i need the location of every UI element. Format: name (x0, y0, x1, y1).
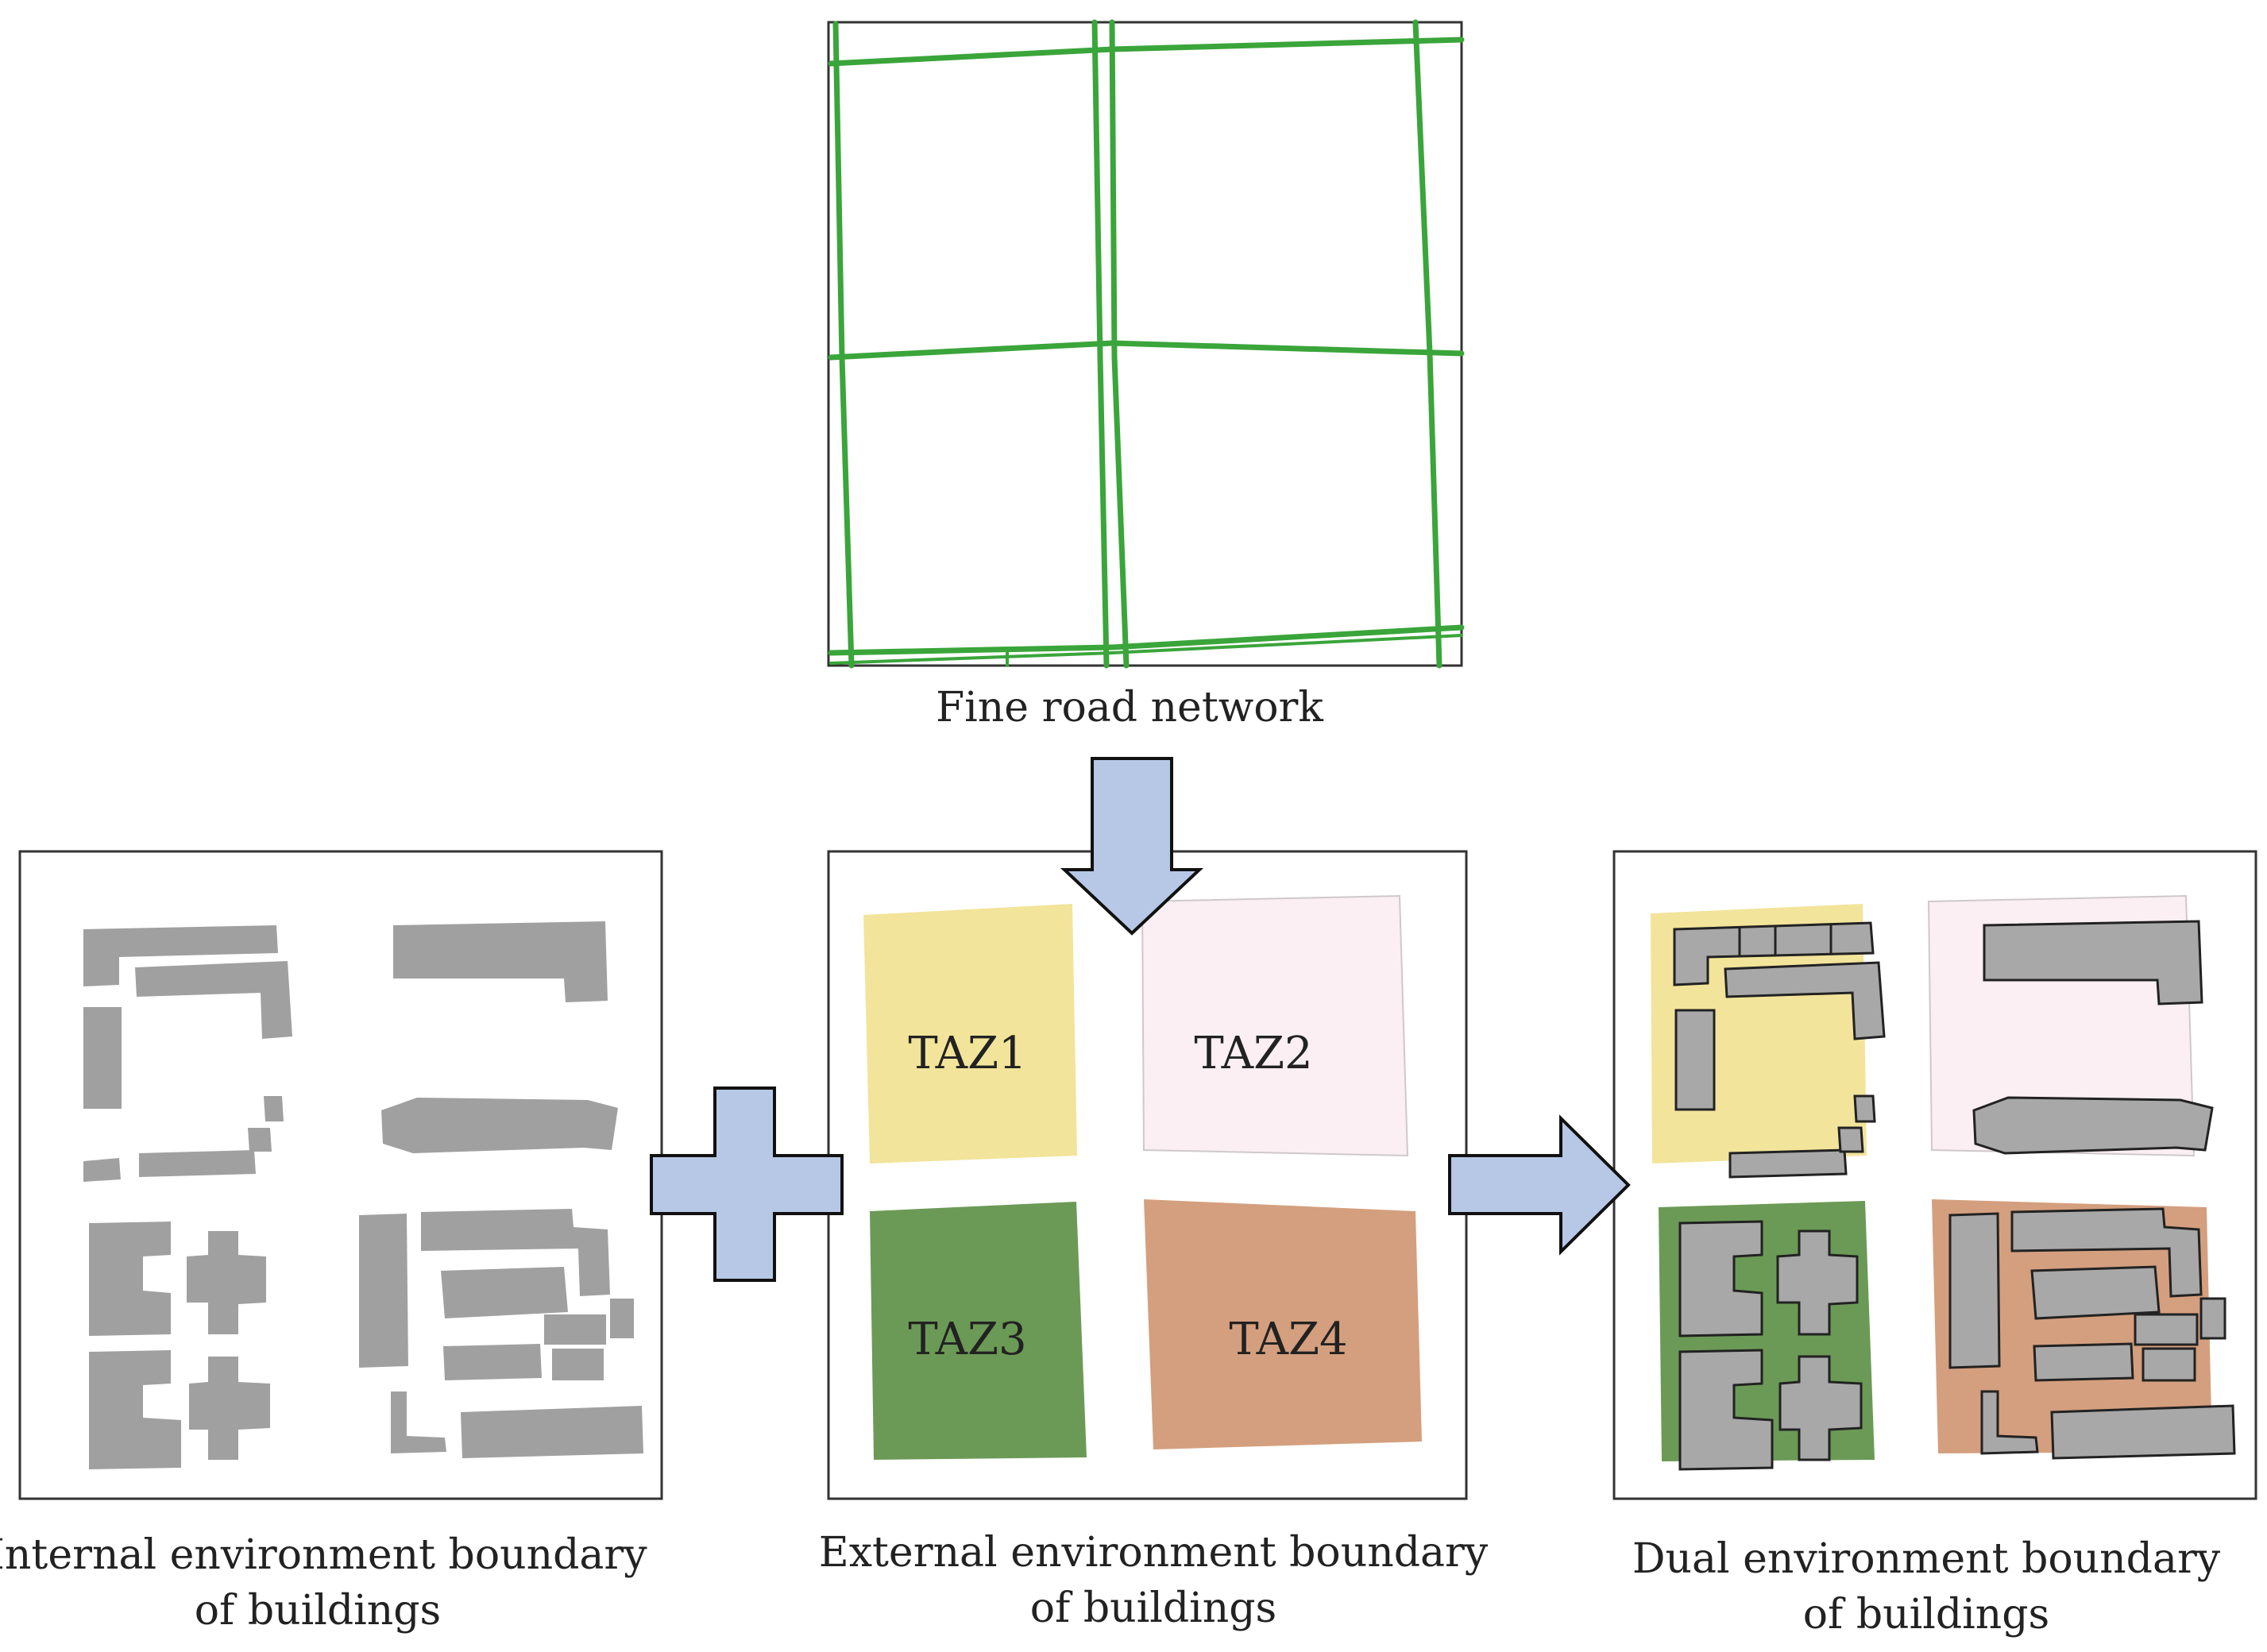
dual-panel: Dual environment boundary of buildings (1612, 850, 2257, 1638)
building (610, 1299, 634, 1338)
internal-caption-line1: Internal environment boundary (0, 1531, 647, 1579)
building (1778, 1355, 1863, 1461)
building (2141, 1347, 2196, 1382)
building (83, 1007, 122, 1109)
building (264, 1096, 284, 1121)
building (2010, 1207, 2203, 1298)
road-v2b (1109, 19, 1130, 669)
building (1980, 1390, 2039, 1455)
external-caption-line2: of buildings (1030, 1584, 1277, 1632)
dual-taz4-zone (1932, 1199, 2212, 1453)
dual-caption-line1: Dual environment boundary (1632, 1535, 2221, 1583)
building (1948, 1212, 2001, 1369)
taz2-label: TAZ2 (1194, 1028, 1312, 1079)
road-h3b (829, 634, 1463, 665)
building (552, 1349, 604, 1380)
building (1837, 1126, 1864, 1153)
building (359, 1214, 408, 1368)
down-arrow-shape (1060, 757, 1204, 936)
building (1983, 920, 2203, 1005)
building (1678, 1220, 1763, 1337)
building (2134, 1313, 2199, 1346)
internal-buildings (83, 921, 643, 1469)
building (187, 1231, 266, 1334)
road-network-panel: Fine road network (827, 19, 1465, 731)
taz2-zone (1141, 894, 1409, 1157)
building (1674, 1009, 1716, 1111)
taz3-label: TAZ3 (908, 1314, 1026, 1365)
external-panel: TAZ1 TAZ2 TAZ3 TAZ4 External environment… (819, 850, 1489, 1632)
taz3-zone (870, 1202, 1087, 1460)
road-v3 (1412, 19, 1442, 669)
internal-panel: Internal environment boundary of buildin… (0, 850, 663, 1635)
building (441, 1267, 568, 1318)
building (421, 1209, 610, 1296)
building (381, 1098, 618, 1153)
building (461, 1406, 643, 1458)
building (1728, 1148, 1848, 1179)
building (2050, 1404, 2236, 1460)
building (1673, 921, 1875, 986)
building (1972, 1096, 2214, 1155)
right-arrow (1448, 1114, 1631, 1256)
taz4-zone (1144, 1199, 1422, 1449)
building (1678, 1349, 1774, 1471)
building (391, 1391, 446, 1453)
right-arrow-shape (1448, 1114, 1631, 1256)
road-h3 (828, 624, 1465, 656)
building (2199, 1297, 2226, 1340)
down-arrow (1060, 757, 1204, 936)
building (1724, 961, 1886, 1040)
dual-caption-line2: of buildings (1803, 1591, 2050, 1638)
external-caption-line1: External environment boundary (819, 1529, 1489, 1577)
building (189, 1357, 270, 1460)
building (2033, 1342, 2134, 1382)
taz1-zone (863, 904, 1077, 1164)
plus-sign-shape (650, 1087, 844, 1282)
building (89, 1350, 181, 1469)
road-network-caption: Fine road network (936, 684, 1323, 731)
road-v2 (1091, 19, 1110, 669)
building (1853, 1094, 1876, 1123)
building (2030, 1265, 2161, 1320)
building (139, 1150, 256, 1177)
building (1776, 1229, 1859, 1336)
dual-buildings (1673, 920, 2236, 1471)
building (83, 925, 278, 986)
internal-caption-line2: of buildings (195, 1587, 442, 1635)
building (393, 921, 608, 1002)
building (443, 1344, 542, 1380)
road-lines (828, 19, 1465, 669)
building (544, 1314, 606, 1345)
building (89, 1222, 171, 1336)
building (248, 1128, 272, 1152)
road-v1 (832, 21, 855, 669)
building (135, 961, 292, 1039)
plus-sign (650, 1087, 844, 1282)
building (83, 1158, 121, 1182)
taz4-label: TAZ4 (1229, 1314, 1347, 1365)
taz1-label: TAZ1 (908, 1028, 1026, 1079)
